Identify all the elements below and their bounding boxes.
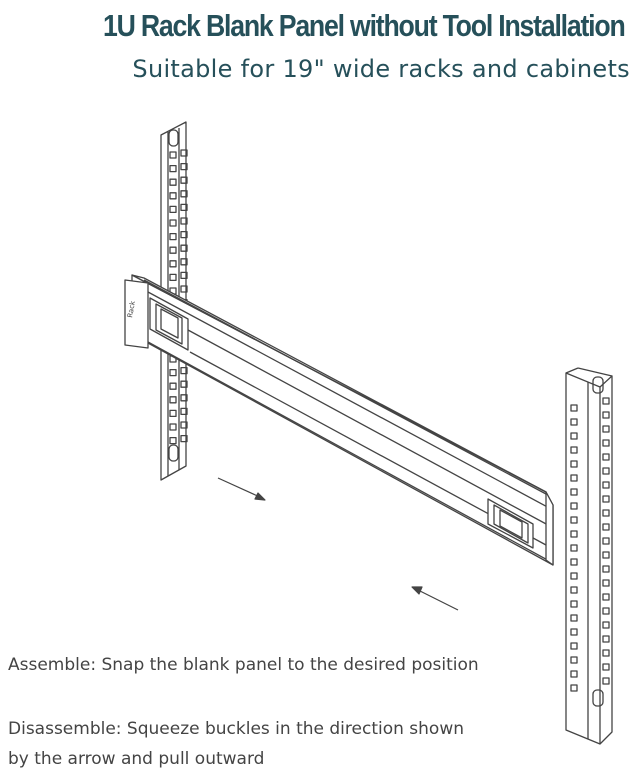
- rail-hole: [180, 176, 188, 184]
- svg-text:Rack: Rack: [126, 299, 137, 318]
- rail-hole: [570, 446, 578, 454]
- rail-hole: [602, 579, 610, 587]
- buckle-clip-icon: [149, 297, 189, 351]
- rail-hole: [602, 635, 610, 643]
- assemble-instruction: Assemble: Snap the blank panel to the de…: [8, 655, 479, 675]
- rail-hole: [180, 271, 188, 280]
- rail-hole: [602, 481, 610, 489]
- rail-hole: [169, 436, 177, 445]
- rail-hole: [180, 434, 188, 443]
- rail-hole: [169, 396, 177, 404]
- rail-hole: [169, 178, 177, 186]
- rail-hole: [570, 656, 578, 664]
- rail-hole: [602, 565, 610, 573]
- rail-hole: [570, 418, 578, 426]
- rail-hole: [169, 219, 177, 227]
- rail-hole: [602, 663, 610, 671]
- rail-hole: [169, 368, 177, 377]
- rail-hole: [570, 670, 578, 678]
- rail-hole: [570, 586, 578, 594]
- rail-hole: [570, 432, 578, 440]
- rail-hole: [602, 453, 610, 461]
- rail-hole: [602, 467, 610, 475]
- rail-hole: [169, 164, 177, 173]
- buckle-clip-icon: [487, 498, 534, 549]
- rail-hole: [180, 244, 188, 252]
- rail-hole: [570, 628, 578, 636]
- rail-hole: [602, 551, 610, 559]
- rail-hole: [570, 614, 578, 622]
- rail-hole: [570, 530, 578, 538]
- rail-hole: [602, 397, 610, 405]
- rail-hole: [169, 246, 177, 254]
- blank-panel-icon: Rack: [124, 274, 554, 566]
- rail-hole: [169, 273, 177, 282]
- rail-hole: [602, 425, 610, 433]
- rail-hole: [570, 488, 578, 496]
- rail-hole: [169, 151, 177, 159]
- rail-hole: [570, 404, 578, 412]
- rail-hole: [180, 421, 188, 429]
- rail-hole: [180, 190, 188, 198]
- rail-hole: [180, 258, 188, 266]
- rail-hole: [169, 205, 177, 214]
- rail-hole: [602, 509, 610, 517]
- rail-hole: [169, 423, 177, 431]
- rail-hole: [602, 649, 610, 657]
- rail-hole: [180, 217, 188, 225]
- rail-hole: [602, 523, 610, 531]
- direction-arrow-icon: [411, 586, 459, 611]
- rail-hole: [169, 260, 177, 268]
- page-subtitle: Suitable for 19" wide racks and cabinets: [132, 55, 630, 83]
- disassemble-instruction-line1: Disassemble: Squeeze buckles in the dire…: [8, 719, 465, 739]
- rail-hole: [169, 192, 177, 200]
- right-rail-icon: [565, 367, 613, 745]
- rail-hole: [570, 642, 578, 650]
- rail-hole: [180, 203, 188, 212]
- rail-hole: [602, 495, 610, 503]
- rail-hole: [570, 684, 578, 692]
- rail-hole: [570, 558, 578, 566]
- rail-hole: [180, 230, 188, 239]
- rail-hole: [180, 366, 188, 375]
- rail-hole: [169, 232, 177, 241]
- rail-hole: [602, 411, 610, 419]
- disassemble-instruction-line2: by the arrow and pull outward: [8, 749, 265, 769]
- rail-hole: [180, 394, 188, 402]
- rail-hole: [570, 544, 578, 552]
- rail-hole: [570, 460, 578, 468]
- page-title: 1U Rack Blank Panel without Tool Install…: [102, 8, 626, 43]
- rail-hole: [570, 572, 578, 580]
- rail-hole: [570, 516, 578, 524]
- rail-hole: [169, 409, 177, 418]
- rail-hole: [602, 607, 610, 615]
- rail-hole: [570, 502, 578, 510]
- rail-hole: [602, 621, 610, 629]
- rail-hole: [180, 285, 188, 293]
- rail-hole: [602, 593, 610, 601]
- rail-hole: [570, 600, 578, 608]
- rail-hole: [602, 677, 610, 685]
- direction-arrow-icon: [217, 477, 266, 501]
- rail-hole: [180, 380, 188, 388]
- rail-hole: [180, 407, 188, 416]
- rail-hole: [180, 149, 188, 157]
- rail-hole: [180, 162, 188, 171]
- rail-hole: [169, 382, 177, 390]
- rail-hole: [602, 537, 610, 545]
- rail-hole: [602, 439, 610, 447]
- rail-hole: [570, 474, 578, 482]
